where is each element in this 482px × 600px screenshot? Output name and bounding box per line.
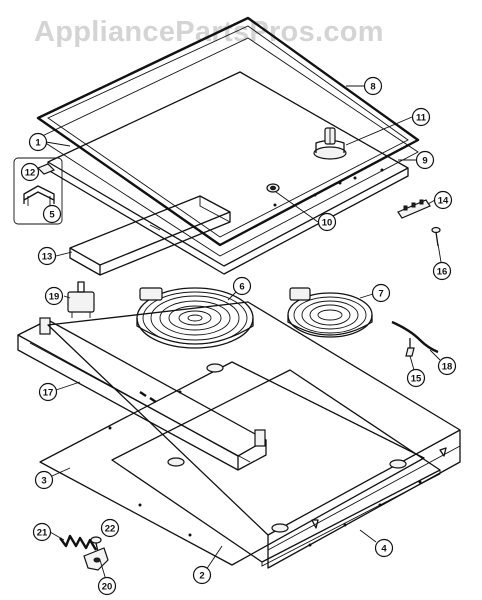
callout-2: 2 [192, 565, 212, 585]
part-6-large-element [136, 287, 254, 349]
part-7-small-element [287, 287, 373, 338]
callout-6: 6 [232, 276, 252, 296]
part-21-spring [59, 534, 98, 551]
svg-text:10: 10 [322, 218, 333, 229]
callout-12: 12 [20, 162, 40, 182]
callout-5: 5 [42, 204, 62, 224]
svg-text:8: 8 [370, 82, 375, 93]
part-15-clip [405, 338, 415, 357]
part-11-switch [313, 127, 347, 160]
part-13-bracket [69, 195, 231, 276]
callout-3: 3 [34, 470, 54, 490]
callout-18: 18 [437, 356, 457, 376]
callout-7: 7 [371, 283, 391, 303]
svg-text:11: 11 [416, 113, 427, 124]
svg-text:12: 12 [25, 168, 36, 179]
part-8-glass-frame [36, 16, 420, 247]
callout-22: 22 [100, 518, 120, 538]
part-18-wire-harness [391, 320, 439, 354]
svg-text:14: 14 [438, 196, 449, 207]
svg-text:22: 22 [105, 524, 116, 535]
callout-14: 14 [433, 190, 453, 210]
callout-11: 11 [411, 107, 431, 127]
part-10-grommet [266, 183, 280, 193]
svg-text:15: 15 [411, 374, 422, 385]
callout-19: 19 [44, 286, 64, 306]
part-3-bottom-panel [39, 361, 425, 566]
part-20-leveling-leg [83, 547, 109, 571]
svg-text:7: 7 [378, 289, 383, 300]
callout-9: 9 [415, 150, 435, 170]
svg-text:2: 2 [199, 571, 204, 582]
svg-text:6: 6 [239, 282, 244, 293]
svg-text:19: 19 [49, 292, 60, 303]
svg-text:21: 21 [37, 528, 48, 539]
part-4-cooktop-box [47, 301, 461, 569]
callout-15: 15 [406, 368, 426, 388]
svg-text:18: 18 [442, 362, 453, 373]
callout-21: 21 [32, 522, 52, 542]
part-12-5-inset [13, 157, 63, 225]
svg-text:20: 20 [102, 582, 113, 593]
callout-13: 13 [37, 246, 57, 266]
svg-text:16: 16 [437, 267, 448, 278]
svg-text:17: 17 [43, 388, 54, 399]
part-17-long-channel [17, 317, 267, 471]
svg-text:5: 5 [49, 210, 55, 221]
svg-text:1: 1 [35, 138, 41, 149]
callout-1: 1 [28, 132, 48, 152]
callout-4: 4 [374, 538, 394, 558]
svg-text:9: 9 [422, 156, 427, 167]
part-19-infinite-switch [67, 281, 95, 318]
part-2-bottom-plate [111, 363, 441, 567]
svg-text:13: 13 [42, 252, 53, 263]
callout-16: 16 [432, 261, 452, 281]
part-1-gasket [37, 37, 419, 257]
callout-10: 10 [317, 212, 337, 232]
part-14-terminal-block [397, 199, 431, 219]
svg-text:3: 3 [41, 476, 46, 487]
leader-lines [45, 85, 442, 581]
callout-20: 20 [97, 576, 117, 596]
callout-17: 17 [38, 382, 58, 402]
callout-8: 8 [363, 76, 383, 96]
svg-text:4: 4 [381, 544, 387, 555]
part-16-screw [431, 226, 441, 247]
watermark-text: AppliancePartsPros.com [34, 16, 384, 48]
